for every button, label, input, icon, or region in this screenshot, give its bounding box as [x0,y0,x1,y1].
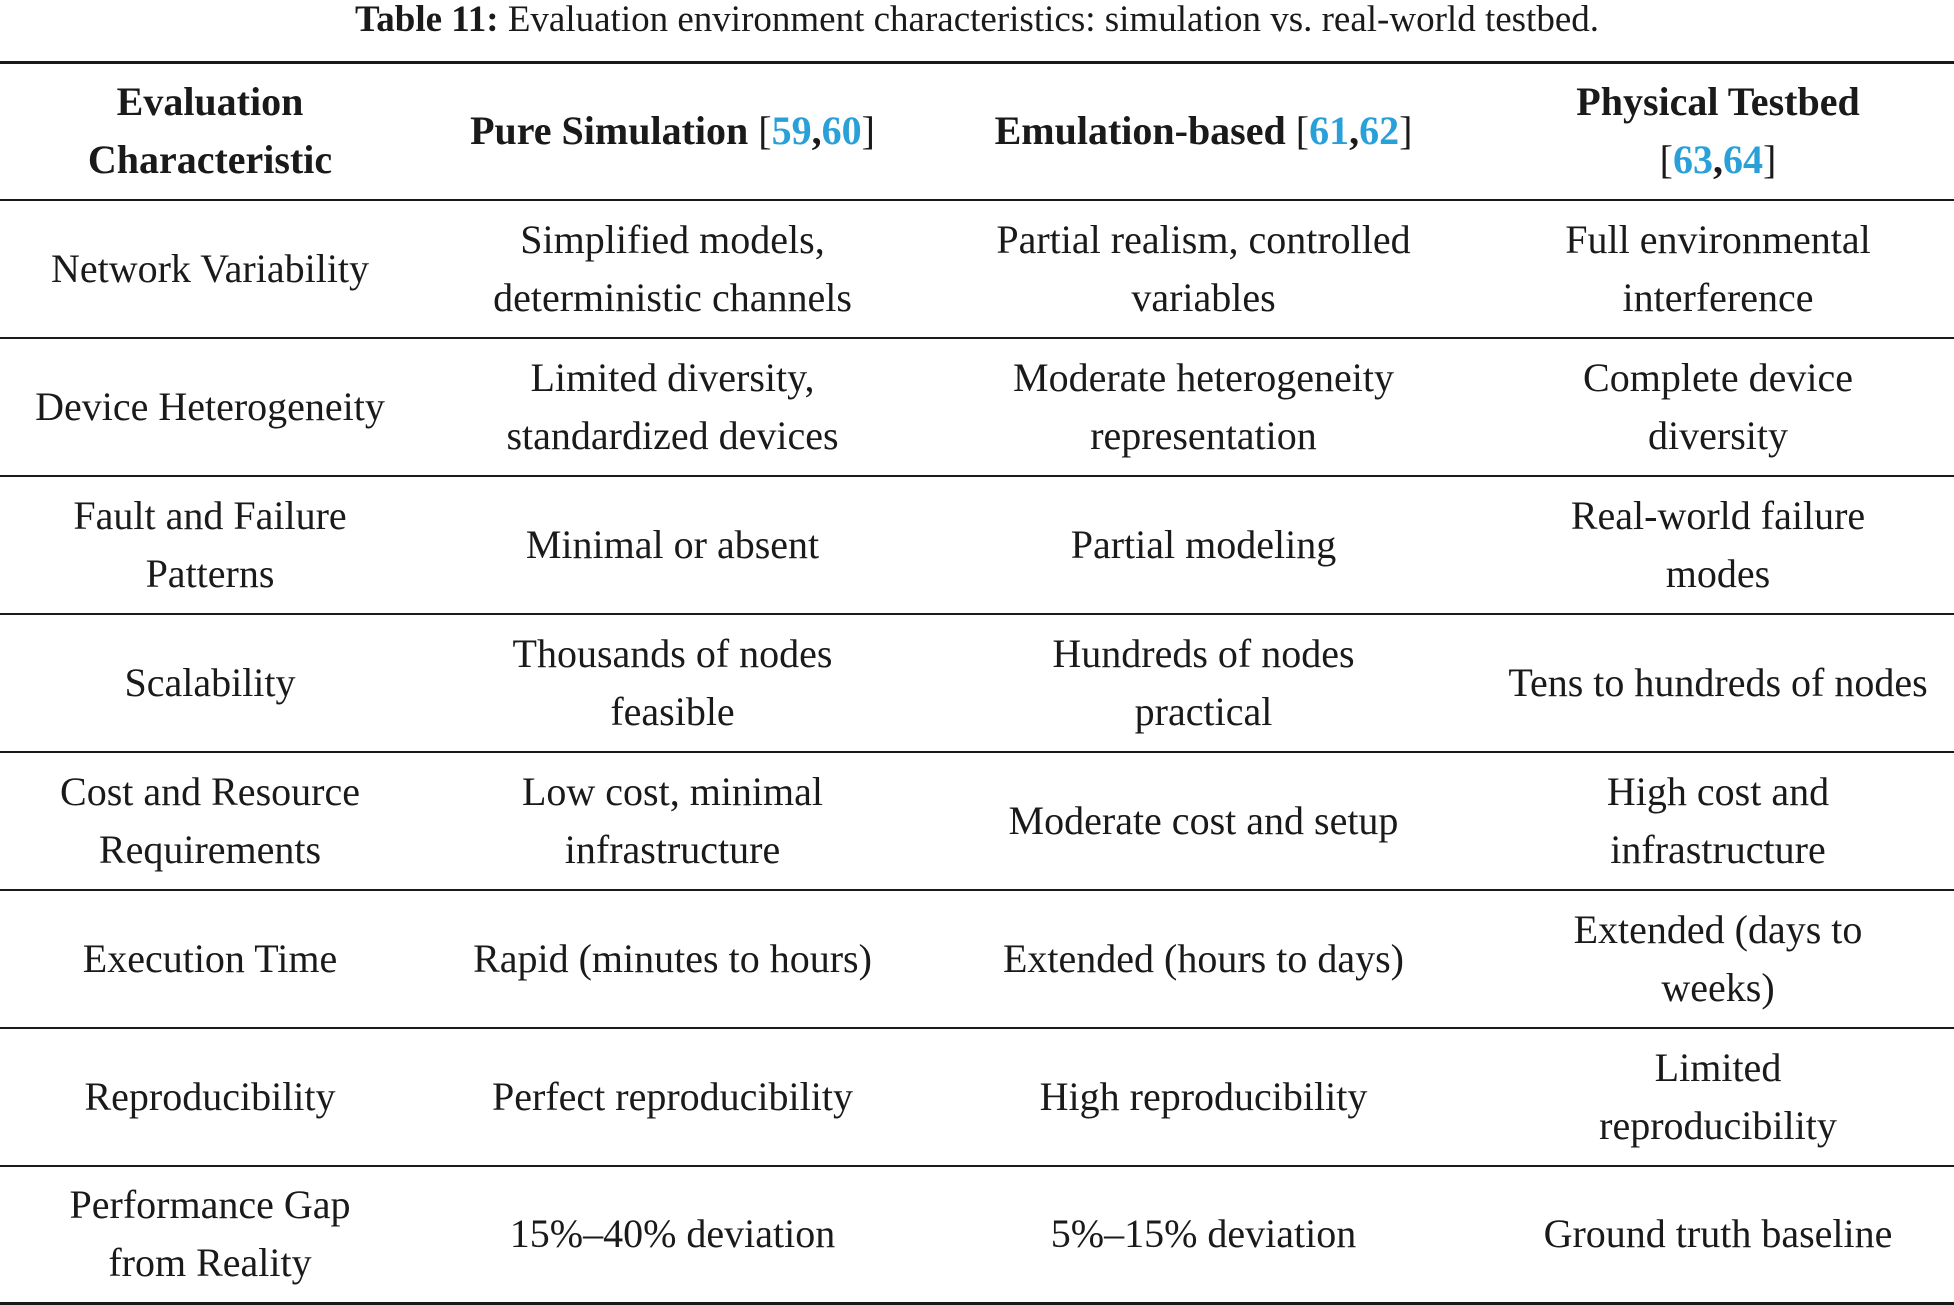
cell-characteristic: Network Variability [50,245,370,291]
table-row: Device Heterogeneity Limited diversity, … [0,338,1954,476]
header-testbed-title: Physical Testbed [1576,79,1860,125]
table-row: Scalability Thousands of nodes feasible … [0,614,1954,752]
cell-characteristic: Scalability [124,659,296,705]
citation-link[interactable]: 60 [821,108,862,154]
citation-link[interactable]: 63 [1673,137,1713,183]
cell-simulation: Low cost, minimal infrastructure [521,768,824,872]
cell-simulation: Rapid (minutes to hours) [473,935,872,981]
header-row: Evaluation Characteristic Pure Simulatio… [0,62,1954,200]
cell-testbed: Tens to hundreds of nodes [1508,659,1928,705]
cell-characteristic: Execution Time [82,935,338,981]
table-row: Cost and Resource Requirements Low cost,… [0,752,1954,890]
cell-characteristic: Performance Gap from Reality [69,1182,351,1286]
cell-characteristic: Device Heterogeneity [35,383,385,429]
cell-simulation: 15%–40% deviation [509,1211,836,1257]
cell-characteristic: Cost and Resource Requirements [60,768,360,872]
header-testbed: Physical Testbed [63,64] [1482,63,1954,200]
citation-link[interactable]: 62 [1359,108,1400,154]
cite-separator: , [1713,137,1723,183]
cell-characteristic: Reproducibility [84,1073,336,1119]
table-header: Evaluation Characteristic Pure Simulatio… [0,62,1954,200]
cell-emulation: Moderate heterogeneity representation [1013,354,1394,458]
cite-close: ] [1399,108,1413,154]
cell-emulation: High reproducibility [1039,1073,1368,1119]
cite-open: [ [1659,137,1673,183]
cell-testbed: Limited reproducibility [1599,1044,1837,1148]
cite-separator: , [811,108,822,154]
cite-open: [ [748,108,772,154]
caption-text: Evaluation environment characteristics: … [507,0,1600,40]
cell-testbed: Full environmental interference [1565,216,1871,320]
cell-testbed: Complete device diversity [1583,354,1853,458]
table-row: Execution Time Rapid (minutes to hours) … [0,890,1954,1028]
cell-simulation: Limited diversity, standardized devices [506,354,839,458]
cell-characteristic: Fault and Failure Patterns [73,492,347,596]
cell-simulation: Simplified models, deterministic channel… [493,216,852,320]
caption-label: Table 11: [354,0,499,40]
citation-link[interactable]: 59 [771,108,812,154]
cell-simulation: Perfect reproducibility [492,1073,853,1119]
table-row: Fault and Failure Patterns Minimal or ab… [0,476,1954,614]
cell-testbed: Extended (days to weeks) [1573,906,1863,1010]
table-row: Reproducibility Perfect reproducibility … [0,1028,1954,1166]
header-simulation-title: Pure Simulation [470,108,749,154]
cell-simulation: Thousands of nodes feasible [512,630,833,734]
cell-emulation: Extended (hours to days) [1002,935,1404,981]
cell-emulation: 5%–15% deviation [1050,1211,1357,1257]
cell-testbed: High cost and infrastructure [1606,768,1830,872]
cite-separator: , [1349,108,1360,154]
cite-close: ] [1763,137,1777,183]
table-caption: Table 11: Evaluation environment charact… [0,0,1954,44]
cell-testbed: Real-world failure modes [1570,492,1866,596]
cite-open: [ [1285,108,1310,154]
header-emulation-title: Emulation-based [994,108,1286,154]
table-row: Network Variability Simplified models, d… [0,200,1954,338]
evaluation-table: Evaluation Characteristic Pure Simulatio… [0,61,1954,1305]
cell-simulation: Minimal or absent [525,521,820,567]
table-row: Performance Gap from Reality 15%–40% dev… [0,1166,1954,1304]
cell-emulation: Partial realism, controlled variables [996,216,1411,320]
header-simulation: Pure Simulation [59,60] [420,63,925,200]
cell-testbed: Ground truth baseline [1543,1211,1893,1257]
table-body: Network Variability Simplified models, d… [0,200,1954,1304]
cell-emulation: Partial modeling [1070,521,1337,567]
header-characteristic-label: Evaluation Characteristic [87,79,333,183]
cell-emulation: Hundreds of nodes practical [1052,630,1355,734]
cite-close: ] [861,108,875,154]
citation-link[interactable]: 61 [1309,108,1350,154]
header-emulation: Emulation-based [61,62] [925,63,1482,200]
citation-link[interactable]: 64 [1723,137,1763,183]
cell-emulation: Moderate cost and setup [1008,797,1399,843]
header-characteristic: Evaluation Characteristic [0,63,420,200]
